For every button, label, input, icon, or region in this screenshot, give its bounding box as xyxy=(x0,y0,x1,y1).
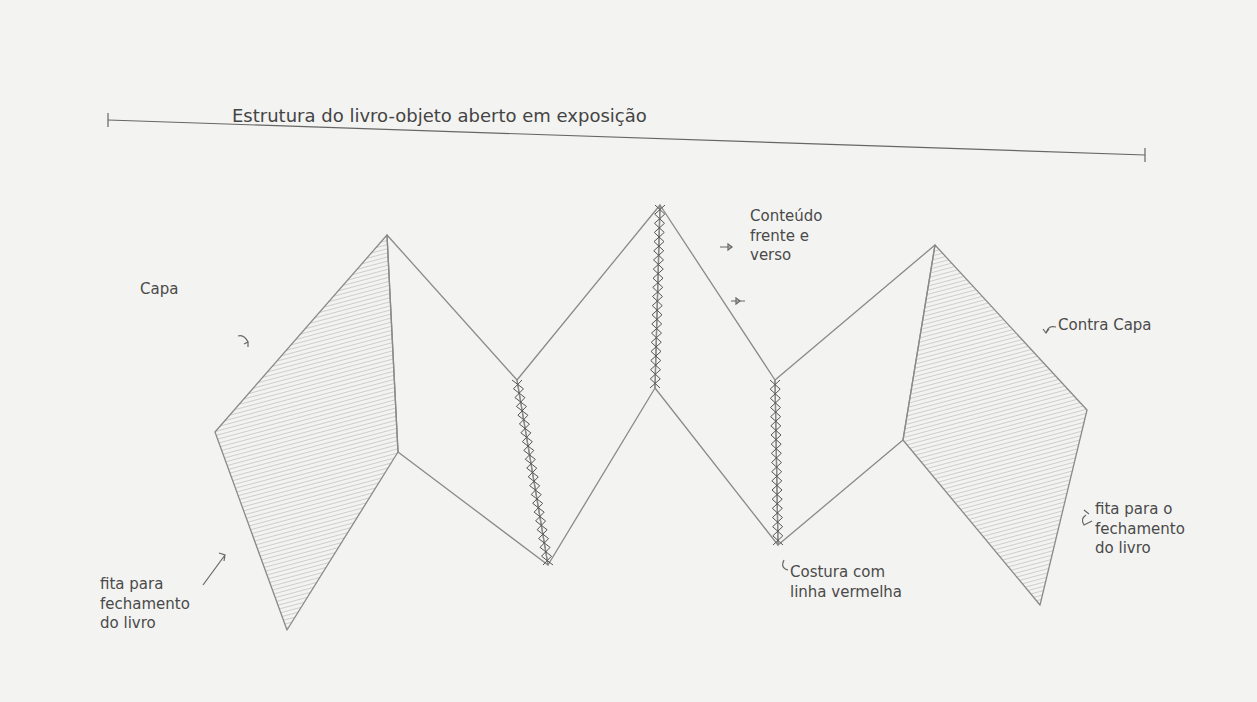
stitch xyxy=(513,380,551,565)
page-panel xyxy=(387,235,548,565)
leader-arrows xyxy=(203,244,1092,585)
note-label: Costura com linha vermelha xyxy=(790,563,908,602)
stitching xyxy=(512,205,783,565)
title: Estrutura do livro-objeto aberto em expo… xyxy=(232,104,647,127)
note-label: fita para o fechamento do livro xyxy=(1095,500,1205,559)
book-panels xyxy=(215,205,1087,630)
cover-panel xyxy=(215,235,398,630)
back-cover-panel xyxy=(903,245,1087,605)
stitch xyxy=(770,380,783,545)
part-label: Contra Capa xyxy=(1058,316,1168,336)
page-panel xyxy=(517,205,660,565)
stitch xyxy=(512,380,553,565)
note-label: fita para fechamento do livro xyxy=(100,575,212,634)
part-label: Capa xyxy=(140,280,200,300)
stitch xyxy=(650,205,665,388)
stitch xyxy=(770,380,783,545)
part-label: Conteúdo frente e verso xyxy=(750,207,832,266)
stitch xyxy=(650,205,665,388)
